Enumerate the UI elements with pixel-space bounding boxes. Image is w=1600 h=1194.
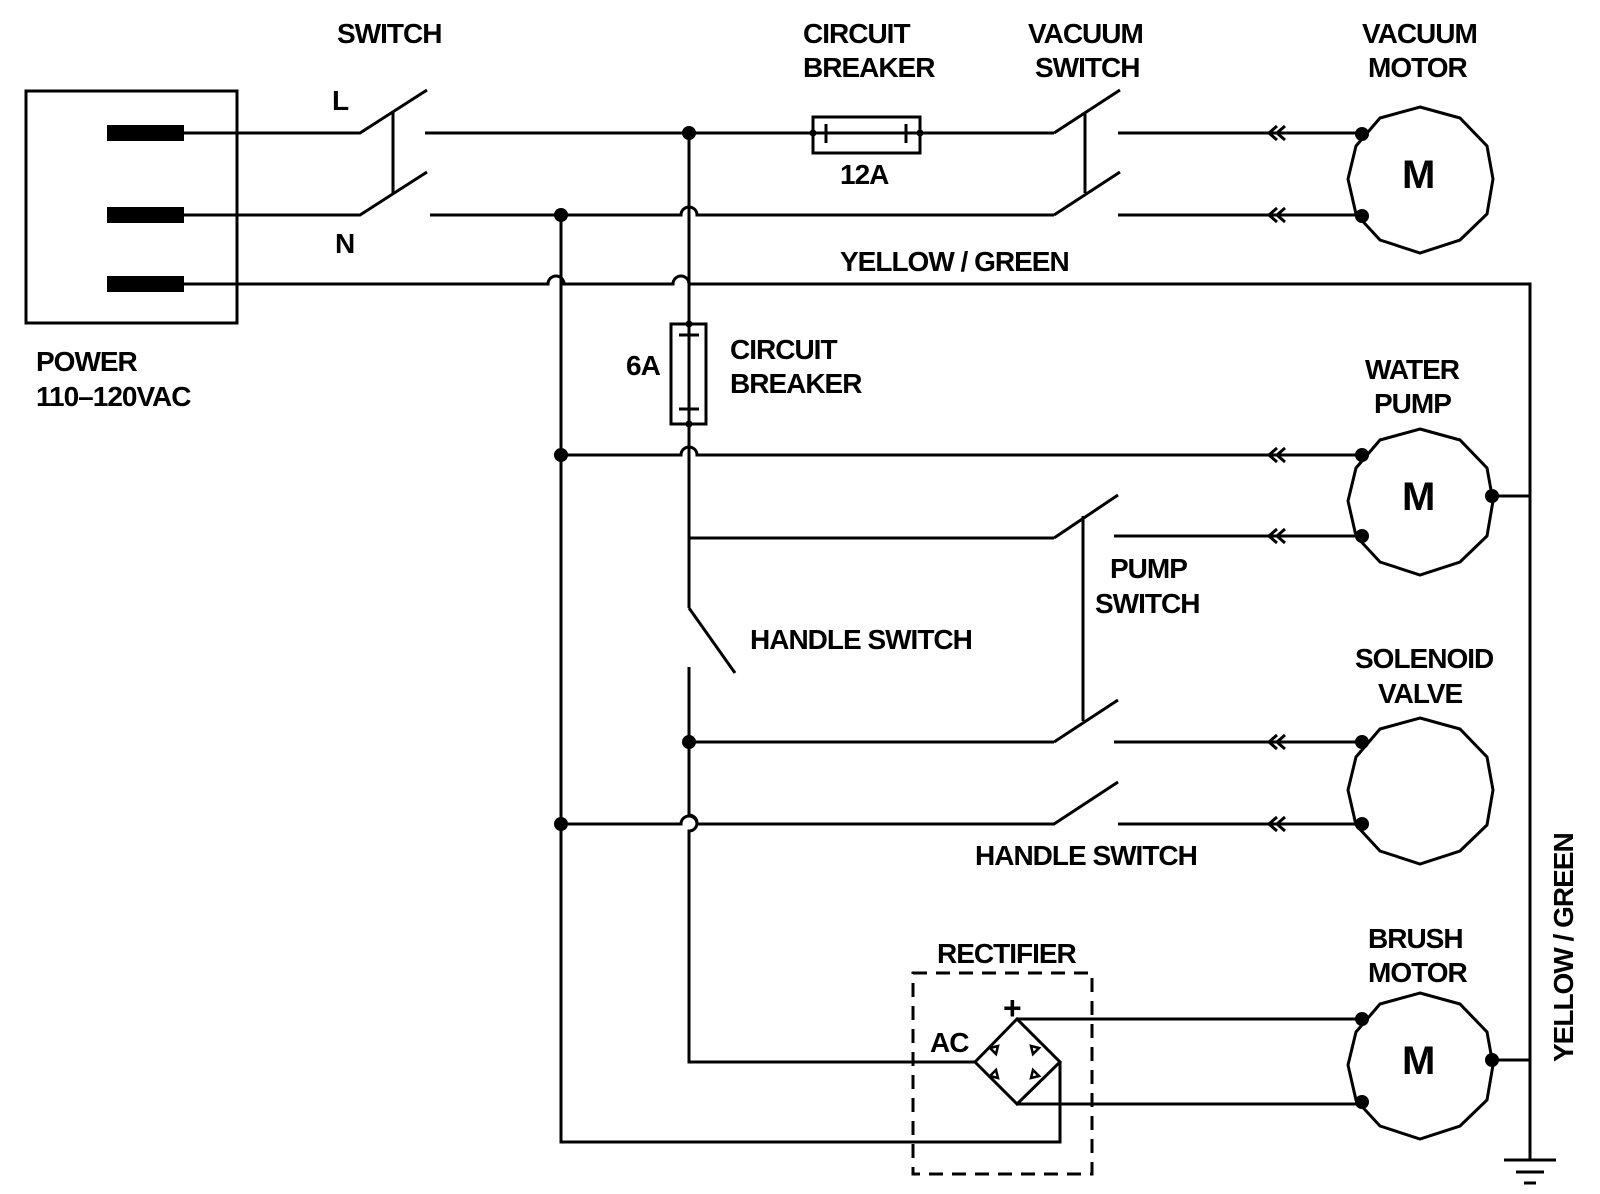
- motor-symbol: M: [1402, 153, 1435, 197]
- plug-pin-line: [107, 125, 184, 141]
- water-pump-motor: M: [1346, 427, 1499, 577]
- ground-icon: [1504, 1158, 1556, 1185]
- motor-symbol: M: [1402, 1039, 1435, 1083]
- neutral-wire: [430, 205, 1062, 1144]
- breaker-main-label-1: CIRCUIT: [803, 18, 910, 49]
- handle-switch-lower-label: HANDLE SWITCH: [975, 840, 1197, 871]
- ground-label-horizontal: YELLOW / GREEN: [840, 246, 1069, 277]
- solenoid-label-2: VALVE: [1378, 678, 1463, 709]
- breaker-aux-rating: 6A: [626, 350, 661, 381]
- vacuum-motor: M: [1346, 105, 1495, 255]
- vacuum-motor-label-1: VACUUM: [1362, 18, 1477, 49]
- handle-switch-lower: [554, 780, 1360, 831]
- vacuum-motor-label-2: MOTOR: [1368, 52, 1467, 83]
- water-pump-label-2: PUMP: [1374, 388, 1451, 419]
- breaker-main-rating: 12A: [840, 159, 889, 190]
- plug-housing: [24, 89, 239, 325]
- pump-switch-label-1: PUMP: [1110, 553, 1187, 584]
- ground-wire: [184, 274, 1532, 1160]
- rectifier-ac-label: AC: [930, 1027, 969, 1058]
- switch-line-label: L: [332, 85, 349, 116]
- switch-neutral-label: N: [335, 228, 354, 259]
- pump-neutral-wire: [554, 445, 1360, 462]
- pump-switch: [1053, 493, 1360, 744]
- power-label-2: 110–120VAC: [36, 381, 191, 412]
- rectifier-label: RECTIFIER: [937, 938, 1077, 969]
- solenoid-valve: [1346, 716, 1495, 866]
- line-wire: [425, 126, 814, 330]
- solenoid-label-1: SOLENOID: [1355, 643, 1494, 674]
- plug-pin-neutral: [107, 207, 184, 223]
- rectifier-box: [911, 971, 1094, 1176]
- brush-motor: M: [1346, 991, 1499, 1141]
- vacuum-switch-label-1: VACUUM: [1028, 18, 1143, 49]
- motor-symbol: M: [1402, 475, 1435, 519]
- solenoid-icon: [1346, 716, 1495, 866]
- handle-switch-upper-label: HANDLE SWITCH: [750, 624, 972, 655]
- breaker-6a: [669, 320, 708, 428]
- breaker-aux-label-1: CIRCUIT: [730, 334, 837, 365]
- breaker-12a: [809, 115, 924, 155]
- rectifier-plus-label: +: [1003, 990, 1021, 1026]
- power-plug: [24, 89, 239, 325]
- plug-pin-ground: [107, 276, 184, 292]
- ground-label-vertical: YELLOW / GREEN: [1548, 833, 1579, 1062]
- brush-motor-label-2: MOTOR: [1368, 957, 1467, 988]
- power-label-1: POWER: [36, 346, 138, 377]
- bridge-rectifier-icon: [972, 1016, 1360, 1107]
- pump-switch-label-2: SWITCH: [1095, 588, 1199, 619]
- breaker-aux-label-2: BREAKER: [730, 368, 862, 399]
- vacuum-switch: [1053, 88, 1360, 217]
- vacuum-switch-label-2: SWITCH: [1035, 52, 1139, 83]
- switch-label: SWITCH: [337, 18, 441, 49]
- breaker-main-label-2: BREAKER: [803, 52, 935, 83]
- main-switch: [184, 88, 428, 217]
- brush-motor-label-1: BRUSH: [1368, 923, 1463, 954]
- water-pump-label-1: WATER: [1365, 354, 1460, 385]
